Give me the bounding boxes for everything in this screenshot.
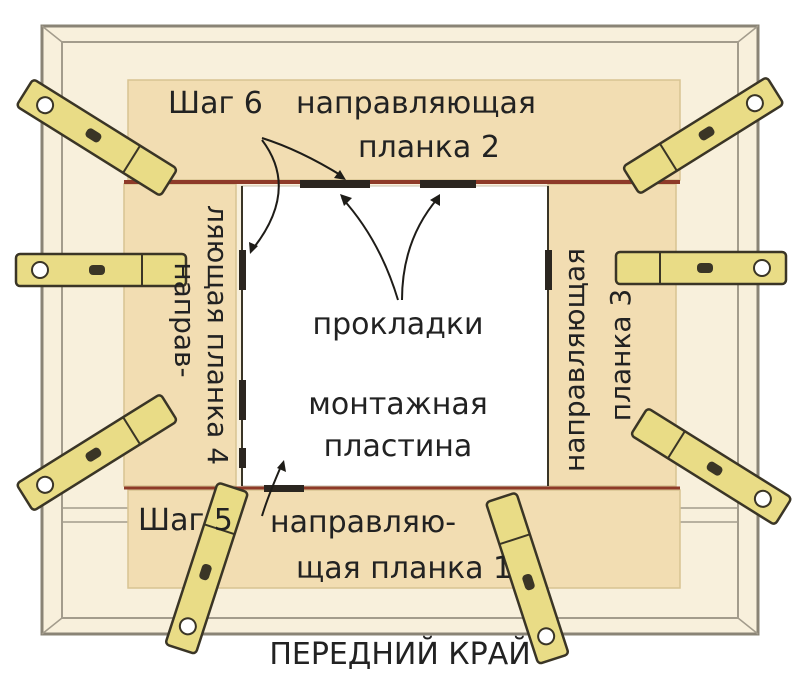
spacer [545,250,552,290]
arrowheads [249,170,440,472]
clamp [622,77,784,194]
spacers-arrow-a [341,197,399,301]
pointer-arrows [251,137,439,517]
step6-arrow-b [251,139,280,251]
strip4-label-line1: направ- [168,262,201,377]
board-line [41,25,63,43]
clamp [14,252,188,288]
strip1-label-line1: направляю- [270,505,456,540]
spacers-label: прокладки [312,307,483,342]
clamp [630,408,792,525]
clamp [165,482,249,655]
spacer [264,485,304,492]
plate-label-line1: монтажная [308,387,488,422]
spacer [239,380,246,420]
base-board-inner-line [61,41,739,619]
strip3-label-line1: направляющая [558,248,591,472]
mounting-plate [241,185,549,487]
step5-arrow [261,463,283,517]
spacer [239,250,246,290]
spacer [420,180,476,188]
clamp [16,394,178,511]
strip4-label-line2: ляющая планка 4 [201,205,234,465]
strip2-label-line2: планка 2 [358,130,500,165]
strip2-label-line1: направляющая [296,86,536,121]
plate-label-line2: пластина [324,429,473,464]
strip3-label-line2: планка 3 [604,289,637,421]
clamp [485,492,569,665]
step6-label: Шаг 6 [168,86,263,121]
step5-label: Шаг 5 [138,503,233,538]
spacer [239,448,246,468]
spacer [300,180,370,188]
spacers-arrow-b [401,197,439,301]
board-line [737,617,759,635]
clamp [614,250,788,286]
board-line [41,617,63,635]
guide-strip-2 [127,79,681,181]
clamp [16,79,178,196]
board-line [737,25,759,43]
front-edge-label: ПЕРЕДНИЙ КРАЙ [269,636,530,672]
step6-arrow-a [261,137,343,177]
strip1-label-line2: щая планка 1 [296,551,512,586]
